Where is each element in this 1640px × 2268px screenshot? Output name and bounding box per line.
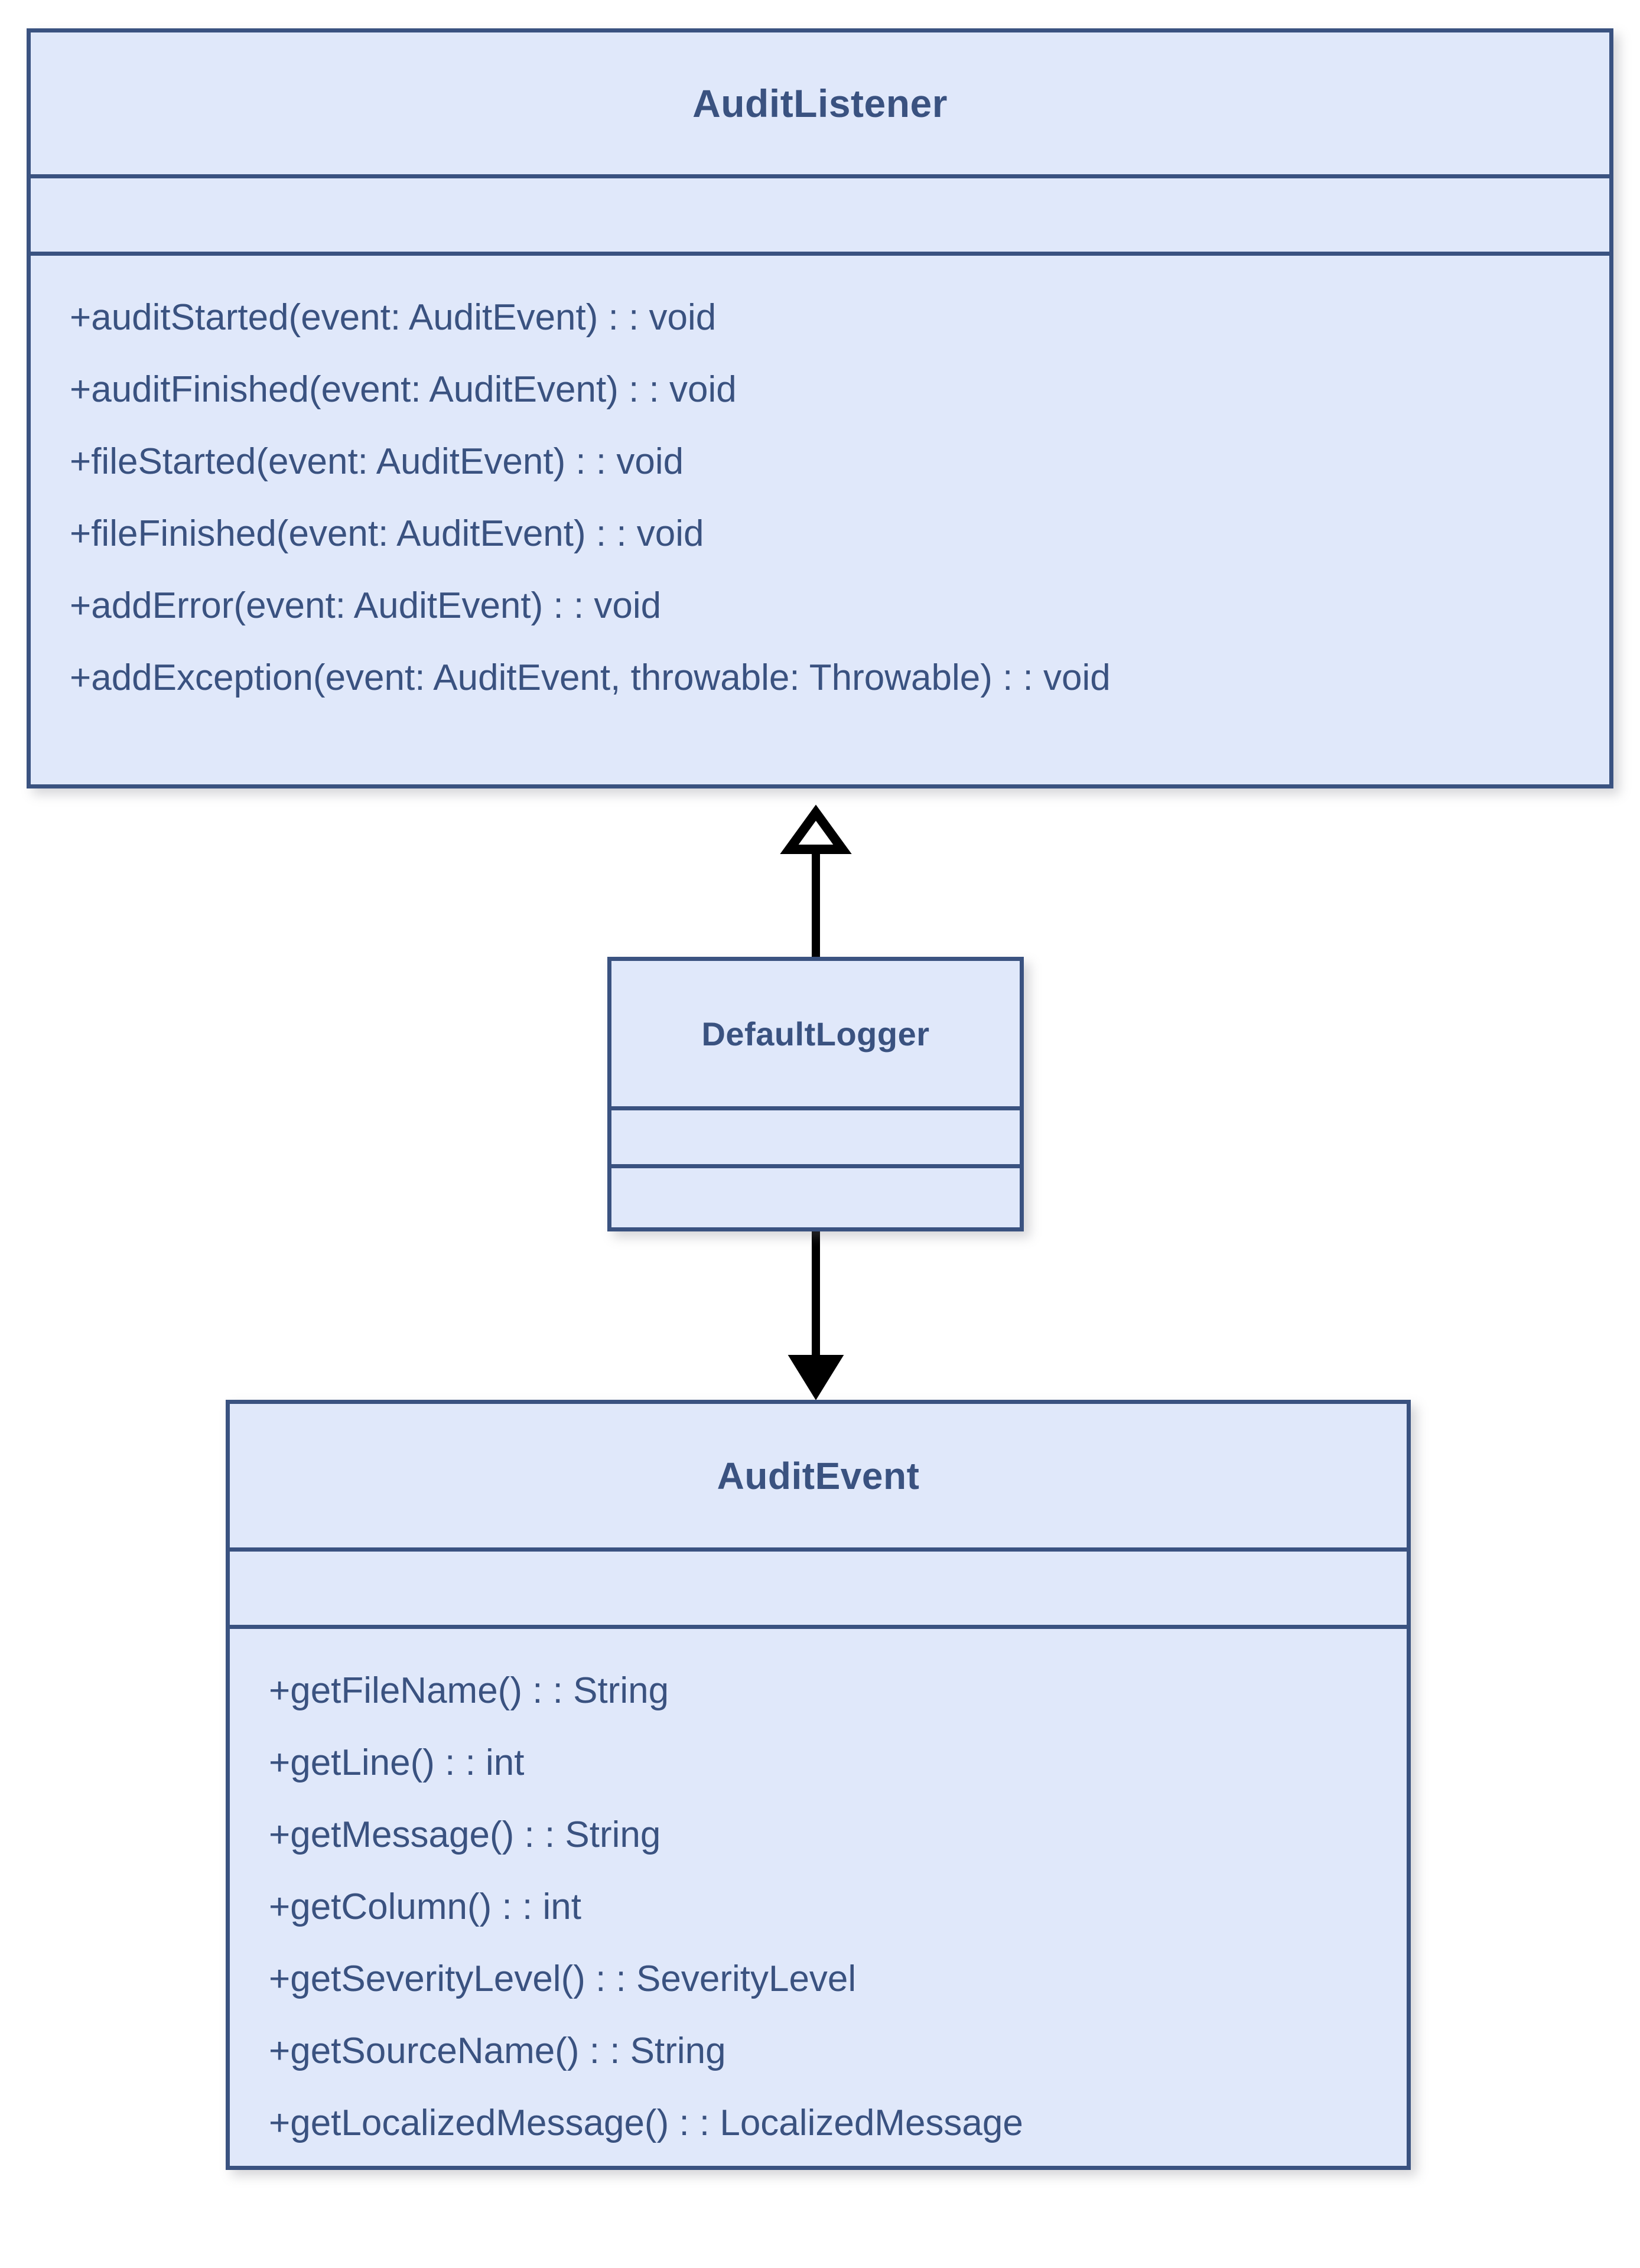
uml-class-audit-event[interactable]: AuditEvent +getFileName() : : String +ge…: [226, 1400, 1411, 2170]
association-arrow-defaultlogger-to-auditevent: [788, 1231, 844, 1400]
operation-row: +addException(event: AuditEvent, throwab…: [70, 657, 1111, 698]
operations-compartment-audit-event: +getFileName() : : String +getLine() : :…: [230, 1629, 1407, 2159]
class-name-audit-listener: AuditListener: [31, 32, 1609, 178]
operation-row: +fileStarted(event: AuditEvent) : : void: [70, 441, 684, 482]
operation-row: +fileFinished(event: AuditEvent) : : voi…: [70, 513, 704, 554]
attributes-compartment-default-logger: [611, 1110, 1020, 1168]
operation-row: +getSourceName() : : String: [269, 2031, 726, 2071]
class-name-default-logger: DefaultLogger: [611, 961, 1020, 1110]
operation-row: +getColumn() : : int: [269, 1886, 581, 1927]
attributes-compartment-audit-event: [230, 1552, 1407, 1629]
operation-row: +getLine() : : int: [269, 1742, 525, 1783]
generalization-arrow-defaultlogger-to-auditlistener: [780, 804, 852, 957]
operation-row: +getLocalizedMessage() : : LocalizedMess…: [269, 2103, 1023, 2143]
uml-class-audit-listener[interactable]: AuditListener +auditStarted(event: Audit…: [27, 28, 1613, 788]
operation-row: +addError(event: AuditEvent) : : void: [70, 585, 662, 626]
attributes-compartment-audit-listener: [31, 178, 1609, 256]
operation-row: +auditStarted(event: AuditEvent) : : voi…: [70, 297, 717, 338]
solid-arrowhead-icon: [788, 1355, 844, 1400]
class-name-audit-event: AuditEvent: [230, 1404, 1407, 1552]
operation-row: +getMessage() : : String: [269, 1814, 661, 1855]
uml-class-default-logger[interactable]: DefaultLogger: [607, 957, 1024, 1231]
operation-row: +auditFinished(event: AuditEvent) : : vo…: [70, 369, 737, 410]
operation-row: +getFileName() : : String: [269, 1670, 669, 1711]
operations-compartment-default-logger: [611, 1168, 1020, 1227]
operation-row: +getSeverityLevel() : : SeverityLevel: [269, 1959, 857, 1999]
operations-compartment-audit-listener: +auditStarted(event: AuditEvent) : : voi…: [31, 256, 1609, 714]
hollow-triangle-arrowhead-icon: [780, 804, 852, 854]
